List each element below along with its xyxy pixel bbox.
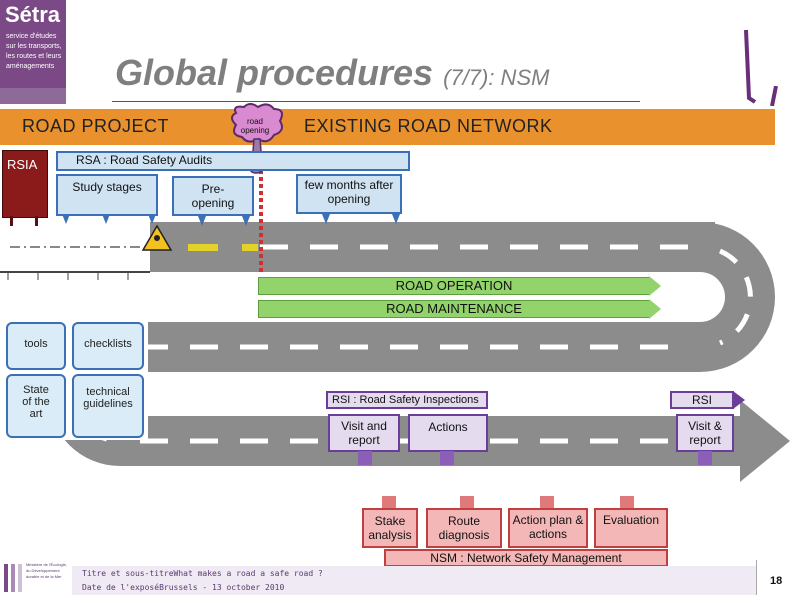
rsi-tag-label: RSI <box>691 393 712 407</box>
setra-logo: Sétra service d'études sur les transport… <box>0 0 66 104</box>
tool-state-of-the-art-label: State of the art <box>22 384 50 420</box>
rsa-study-stages-label: Study stages <box>72 180 142 194</box>
tool-state-of-the-art: State of the art <box>6 374 66 438</box>
slide-title: Global procedures (7/7): NSM <box>115 52 549 94</box>
rsi-actions-label: Actions <box>428 420 468 434</box>
footer-bar <box>72 566 756 595</box>
nsm-connectors-icon <box>382 496 634 510</box>
page-number-box <box>756 560 794 595</box>
rsi-visit-repeat: Visit & report <box>676 414 734 452</box>
tool-tools-label: tools <box>24 338 48 350</box>
road-maintenance-bar: ROAD MAINTENANCE <box>258 300 650 318</box>
rsa-pre-opening: Pre-opening <box>172 176 254 216</box>
logo-brand: Sétra <box>5 2 61 27</box>
rsi-connectors-icon <box>358 451 712 465</box>
rsia-label: RSIA <box>7 157 38 172</box>
logo-strip <box>0 88 66 104</box>
title-rule <box>112 101 640 102</box>
rsa-title: RSA : Road Safety Audits <box>76 153 213 167</box>
road-operation-bar: ROAD OPERATION <box>258 277 650 295</box>
nsm-action-plan: Action plan & actions <box>508 508 588 548</box>
rsi-arrow-icon <box>733 391 745 409</box>
rsa-after-opening-label: few months after opening <box>304 178 394 206</box>
rsa-arrows-icon <box>62 214 400 226</box>
road-opening-label: road opening <box>240 117 270 135</box>
footer-date: Date de l'exposéBrussels - 13 october 20… <box>82 583 285 592</box>
rsa-pre-opening-label: Pre-opening <box>191 182 235 210</box>
rsi-visit-repeat-label: Visit & report <box>688 419 722 447</box>
road-operation-label: ROAD OPERATION <box>395 278 513 293</box>
decorative-tick-icon <box>770 86 778 106</box>
rsa-after-opening: few months after opening <box>296 174 402 214</box>
road-maintenance-label: ROAD MAINTENANCE <box>386 301 522 316</box>
operation-arrow-icon <box>649 276 661 296</box>
road-graphic <box>0 170 790 482</box>
tool-technical-guidelines-label: technical guidelines <box>83 386 133 410</box>
phase-banner: ROAD PROJECT EXISTING ROAD NETWORK <box>0 109 775 145</box>
existing-network-label: EXISTING ROAD NETWORK <box>304 116 553 136</box>
ministry-flag-icon <box>4 564 22 592</box>
ministry-logo: Ministère de l'Écologie, du Développemen… <box>0 560 70 595</box>
tool-technical-guidelines: technical guidelines <box>72 374 144 438</box>
nsm-bar: NSM : Network Safety Management <box>384 549 668 567</box>
tool-checklists: checklists <box>72 322 144 370</box>
ministry-label: Ministère de l'Écologie, du Développemen… <box>26 562 68 579</box>
page-number: 18 <box>770 575 783 587</box>
nsm-evaluation: Evaluation <box>594 508 668 548</box>
title-main: Global procedures <box>115 52 434 93</box>
rsi-tag: RSI <box>670 391 734 409</box>
rsi-visit-report: Visit and report <box>328 414 400 452</box>
title-sub: (7/7): NSM <box>443 65 550 90</box>
rsa-bar: RSA : Road Safety Audits <box>56 151 410 171</box>
nsm-stake-analysis: Stake analysis <box>362 508 418 548</box>
rsia-posts-icon <box>10 216 38 226</box>
maintenance-arrow-icon <box>649 299 661 319</box>
nsm-stake-analysis-label: Stake analysis <box>368 514 412 542</box>
nsm-route-diagnosis-label: Route diagnosis <box>438 514 490 542</box>
nsm-route-diagnosis: Route diagnosis <box>426 508 502 548</box>
logo-subtitle: service d'études sur les transports, les… <box>6 33 62 70</box>
road-project-label: ROAD PROJECT <box>22 116 170 136</box>
rsi-actions: Actions <box>408 414 488 452</box>
tool-tools: tools <box>6 322 66 370</box>
rsia-box: RSIA <box>2 150 48 218</box>
nsm-evaluation-label: Evaluation <box>602 513 660 527</box>
decorative-bracket-icon <box>744 29 756 104</box>
rsi-bar: RSI : Road Safety Inspections <box>326 391 488 409</box>
nsm-title: NSM : Network Safety Management <box>430 551 622 565</box>
nsm-action-plan-label: Action plan & actions <box>512 513 584 541</box>
footer-title: Titre et sous-titreWhat makes a road a s… <box>82 569 323 578</box>
rsi-title: RSI : Road Safety Inspections <box>332 394 479 406</box>
rsa-study-stages: Study stages <box>56 174 158 216</box>
tool-checklists-label: checklists <box>84 338 132 350</box>
rsi-visit-report-label: Visit and report <box>341 419 387 447</box>
